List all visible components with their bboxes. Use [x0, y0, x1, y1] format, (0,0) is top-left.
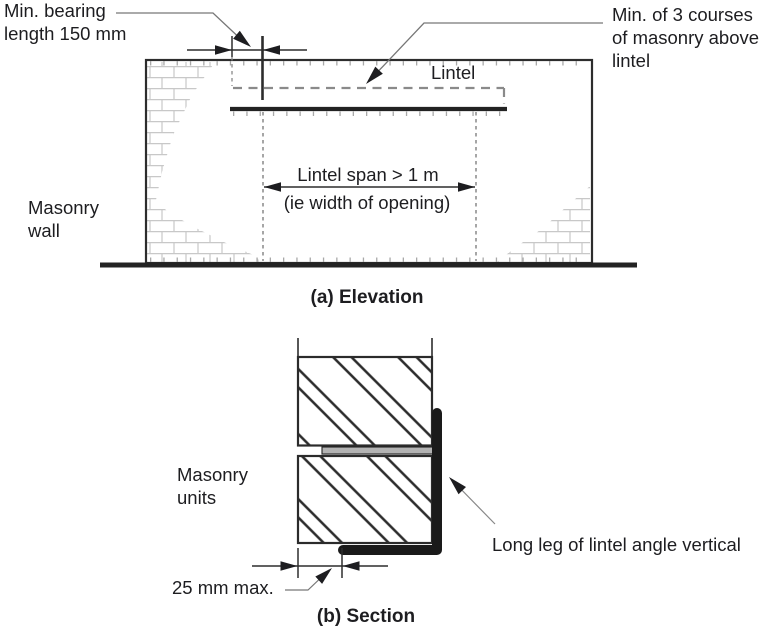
masonry-units-label-line2: units: [177, 487, 216, 508]
arrowhead: [264, 182, 281, 192]
min-bearing-label-line1: Min. bearing: [4, 0, 106, 21]
arrowhead: [449, 477, 466, 495]
offset-leader: [285, 568, 332, 591]
bearing-leader: [116, 12, 251, 47]
arrowhead: [458, 182, 475, 192]
masonry-wall-label-line1: Masonry: [28, 197, 100, 218]
lintel-label: Lintel: [431, 62, 475, 83]
offset-max-label: 25 mm max.: [172, 577, 274, 598]
arrowhead: [215, 45, 232, 55]
courses-label-line3: lintel: [612, 50, 650, 71]
section-caption: (b) Section: [317, 606, 415, 627]
span-label: Lintel span > 1 m: [297, 164, 438, 185]
arrowhead: [263, 45, 280, 55]
masonry-unit-upper: [296, 355, 434, 447]
elevation-caption: (a) Elevation: [311, 287, 424, 308]
courses-label-line1: Min. of 3 courses: [612, 4, 753, 25]
courses-leader: [366, 22, 603, 84]
long-leg-label: Long leg of lintel angle vertical: [492, 534, 741, 555]
masonry-units-label-line1: Masonry: [177, 464, 249, 485]
brick-hatch-right: [497, 186, 590, 262]
long-leg-leader: [449, 477, 496, 525]
steel-plate-leg: [321, 446, 434, 455]
section-view: Masonry units Long leg of lintel angle v…: [172, 338, 741, 627]
elevation-view: Min. bearing length 150 mm Min. of 3 cou…: [4, 0, 759, 308]
arrowhead: [315, 568, 332, 584]
brick-hatch-left: [147, 62, 260, 262]
arrowhead: [342, 561, 360, 571]
lintel-angle: [338, 408, 442, 555]
lintel-dashed-line: [233, 86, 506, 104]
min-bearing-label-line2: length 150 mm: [4, 23, 126, 44]
span-note-label: (ie width of opening): [284, 192, 451, 213]
wall-outline: [144, 58, 594, 265]
bearing-dimension: [187, 36, 307, 100]
masonry-unit-lower: [296, 454, 434, 545]
courses-label-line2: of masonry above: [612, 27, 759, 48]
brick-hatch-group: [147, 62, 590, 262]
masonry-wall-label-line2: wall: [27, 220, 60, 241]
span-dimension: [264, 182, 475, 192]
course-ticks: [150, 61, 588, 263]
arrowhead: [280, 561, 298, 571]
offset-dimension: [252, 548, 388, 578]
arrowhead: [233, 30, 251, 47]
arrowhead: [366, 66, 383, 84]
